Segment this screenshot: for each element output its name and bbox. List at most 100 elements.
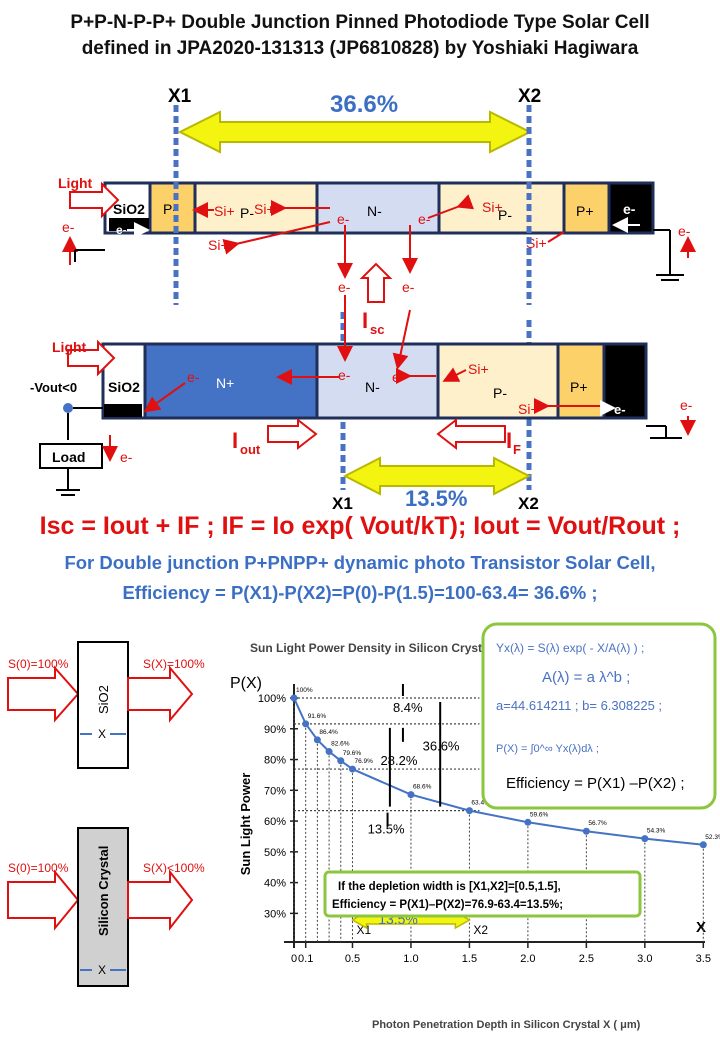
note-line-1: If the depletion width is [X1,X2]=[0.5,1… bbox=[338, 881, 561, 893]
bottom-light-label: Light bbox=[52, 339, 87, 355]
top-e-far-right: e- bbox=[678, 223, 691, 239]
data-label: 54.3% bbox=[647, 828, 666, 835]
y-tick-label: 80% bbox=[264, 755, 286, 767]
bottom-si-1: Si+ bbox=[468, 361, 489, 377]
efficiency-line-1: For Double junction P+PNPP+ dynamic phot… bbox=[64, 552, 656, 573]
isc-arrow bbox=[359, 262, 393, 303]
y-tick-label: 100% bbox=[258, 693, 286, 705]
data-label: 59.6% bbox=[530, 811, 549, 818]
power-density-chart: Sun Light Power Density in Silicon Cryst… bbox=[220, 614, 720, 1034]
top-light-arrow bbox=[69, 181, 120, 219]
x-tick-label: 2.0 bbox=[520, 953, 535, 965]
x-tick-label: 1.5 bbox=[462, 953, 477, 965]
bottom-light-arrow bbox=[67, 339, 116, 377]
x-tick-label: 1.0 bbox=[403, 953, 418, 965]
bottom-e-load: e- bbox=[120, 449, 133, 465]
top-si-2: Si+ bbox=[254, 201, 275, 217]
top-si-3: Si+ bbox=[208, 237, 229, 253]
chart-title: Sun Light Power Density in Silicon Cryst… bbox=[250, 641, 492, 655]
formula-box bbox=[481, 622, 717, 810]
note-line-2: Efficiency = P(X1)–P(X2)=76.9-63.4=13.5%… bbox=[332, 899, 563, 911]
s0-top: S(0)=100% bbox=[8, 657, 69, 671]
iout-subscript: out bbox=[240, 442, 261, 457]
data-label: 68.6% bbox=[413, 784, 432, 791]
top-e-center2: e- bbox=[418, 211, 431, 227]
data-point bbox=[465, 807, 473, 815]
x2-label-bottom: X2 bbox=[518, 494, 539, 510]
top-efficiency-pct: 36.6% bbox=[330, 91, 398, 118]
bottom-p-label: P- bbox=[493, 385, 507, 401]
formula-a: A(λ) = a λ^b ; bbox=[542, 669, 630, 686]
x-tick-label: 0.5 bbox=[345, 953, 360, 965]
data-point bbox=[302, 720, 310, 728]
iout-label: I bbox=[232, 428, 238, 453]
top-n-minus: N- bbox=[367, 203, 382, 219]
data-label: 52.3% bbox=[705, 834, 720, 841]
data-point bbox=[524, 818, 532, 826]
efficiency-line-2: Efficiency = P(X1)-P(X2)=P(0)-P(1.5)=100… bbox=[122, 582, 598, 603]
formula-eff: Efficiency = P(X1) –P(X2) ; bbox=[506, 775, 685, 792]
top-p-minus-right: P- bbox=[498, 207, 512, 223]
bottom-e-n: e- bbox=[338, 367, 351, 383]
annotation-8-4: 8.4% bbox=[393, 700, 423, 715]
data-point bbox=[313, 736, 321, 744]
y-tick-label: 40% bbox=[264, 878, 286, 890]
x-tick-label: 0.1 bbox=[298, 953, 313, 965]
bottom-cell bbox=[101, 342, 648, 420]
data-label: 100% bbox=[296, 687, 313, 694]
bottom-sio2-label: SiO2 bbox=[108, 379, 140, 395]
bottom-e-far-right: e- bbox=[680, 397, 693, 413]
data-label: 76.9% bbox=[354, 758, 373, 765]
chart-x2: X2 bbox=[473, 923, 488, 937]
bottom-depletion-arrow bbox=[342, 456, 532, 496]
bottom-nplus-label: N+ bbox=[216, 375, 234, 391]
iout-arrow bbox=[267, 417, 318, 451]
data-point bbox=[582, 827, 590, 835]
y-tick-label: 90% bbox=[264, 724, 286, 736]
chart-x1: X1 bbox=[356, 923, 371, 937]
top-e-left: e- bbox=[62, 219, 75, 235]
formula-yx: Yx(λ) = S(λ) exp( - X/A(λ) ) ; bbox=[496, 641, 644, 655]
data-label: 86.4% bbox=[319, 729, 338, 736]
device-diagrams: X1 X2 36.6% e- SiO2 P- P- N- P- P+ e- Li… bbox=[30, 86, 696, 510]
top-e-in-sio2: e- bbox=[116, 223, 127, 237]
sx-bottom: S(X)<100% bbox=[143, 861, 205, 875]
left-panels: S(0)=100% SiO2 X S(X)=100% S(0)=100% Sil… bbox=[7, 641, 205, 987]
data-point bbox=[407, 791, 415, 799]
data-label: 82.6% bbox=[331, 741, 350, 748]
chart-y-axis-letter: P(X) bbox=[230, 675, 262, 692]
page-title-line2: defined in JPA2020-131313 (JP6810828) by… bbox=[81, 38, 639, 59]
y-tick-label: 30% bbox=[264, 908, 286, 920]
formula-ab: a=44.614211 ; b= 6.308225 ; bbox=[496, 698, 662, 713]
data-point bbox=[699, 841, 707, 849]
if-arrow bbox=[436, 417, 506, 451]
data-point bbox=[348, 765, 356, 773]
bottom-si-2: Si+ bbox=[518, 401, 539, 417]
current-equation: Isc = Iout + IF ; IF = Io exp( Vout/kT);… bbox=[39, 512, 681, 540]
bottom-efficiency-pct: 13.5% bbox=[405, 486, 467, 510]
data-label: 63.4% bbox=[471, 800, 490, 807]
sio2-box-label: SiO2 bbox=[96, 685, 111, 714]
x1-label-bottom: X1 bbox=[332, 494, 353, 510]
x-tick-label: 2.5 bbox=[579, 953, 594, 965]
page-title-line1: P+P-N-P-P+ Double Junction Pinned Photod… bbox=[70, 12, 650, 33]
if-subscript: F bbox=[513, 442, 521, 457]
bottom-pplus-label: P+ bbox=[570, 379, 588, 395]
data-point bbox=[290, 694, 298, 702]
annotation-36-6: 36.6% bbox=[423, 738, 460, 753]
top-sio2-label: SiO2 bbox=[113, 201, 145, 217]
data-label: 56.7% bbox=[588, 820, 607, 827]
chart-y-label: Sun Light Power bbox=[238, 773, 253, 876]
x-tick-label: 3.0 bbox=[637, 953, 652, 965]
top-depletion-arrow bbox=[177, 110, 533, 154]
top-si-1: Si+ bbox=[214, 203, 235, 219]
silicon-box bbox=[77, 827, 129, 987]
x-tick-label: 0 bbox=[291, 953, 297, 965]
bottom-e-nplus: e- bbox=[187, 369, 200, 385]
data-label: 79.6% bbox=[343, 750, 362, 757]
bottom-e-right: e- bbox=[614, 402, 626, 417]
isc-subscript: sc bbox=[370, 322, 384, 337]
top-e-drift2: e- bbox=[402, 279, 415, 295]
vout-label: -Vout<0 bbox=[30, 380, 77, 395]
chart-x-label: Photon Penetration Depth in Silicon Crys… bbox=[372, 1019, 641, 1031]
